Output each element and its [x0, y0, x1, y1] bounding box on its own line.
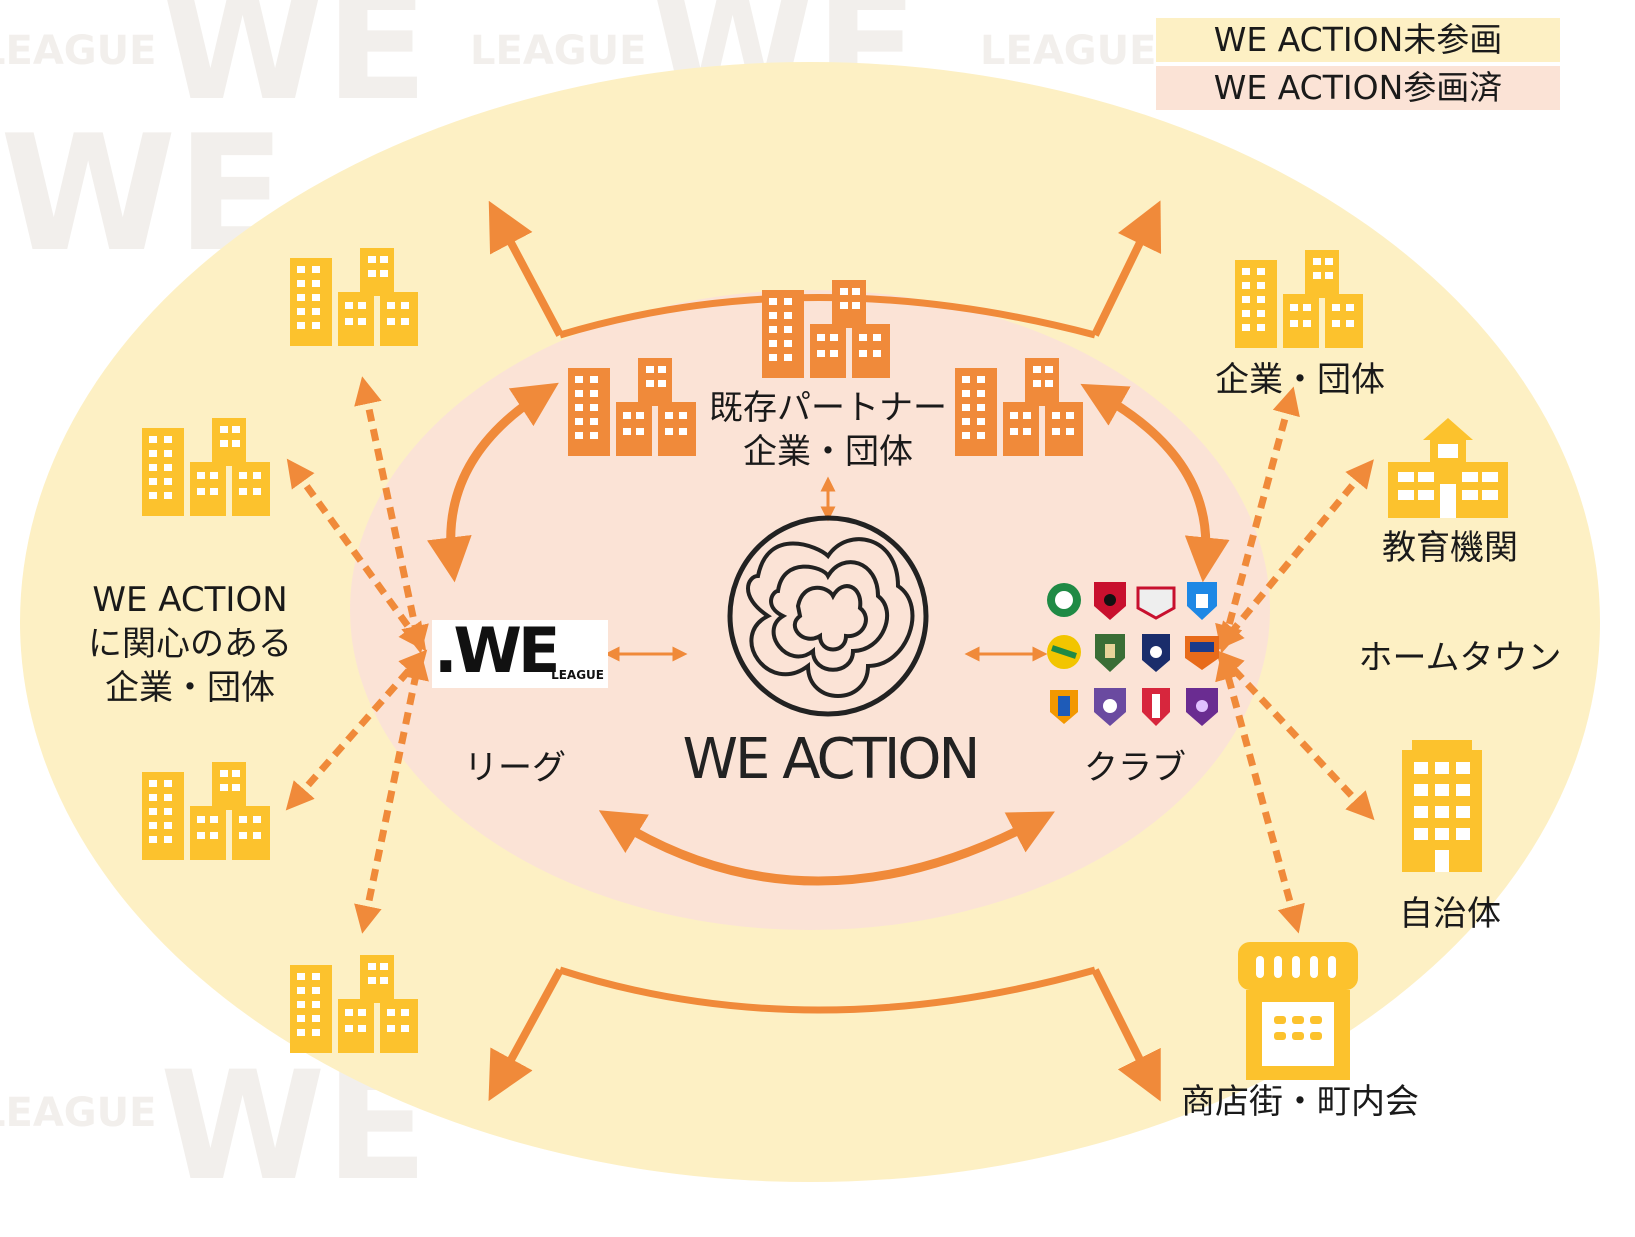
we-league-logo-sub: LEAGUE — [551, 668, 604, 682]
club-label: クラブ — [1084, 748, 1186, 788]
club-crest-icon — [1136, 586, 1176, 620]
right-company-label: 企業・団体 — [1215, 360, 1385, 400]
we-league-logo: .WE LEAGUE — [432, 614, 608, 688]
partners-label-line2: 企業・団体 — [743, 432, 913, 472]
legend-joined: WE ACTION参画済 — [1156, 66, 1560, 110]
shop-icon — [1238, 942, 1358, 1080]
we-action-logo-icon — [727, 515, 929, 717]
we-action-title: WE ACTION — [682, 727, 981, 792]
watermark-league: LEAGUE — [0, 28, 157, 74]
watermark-league: LEAGUE — [470, 28, 647, 74]
left-group-line2: に関心のある — [88, 624, 292, 664]
partners-label-line1: 既存パートナー — [709, 388, 947, 428]
shopping-label: 商店街・町内会 — [1181, 1082, 1419, 1122]
school-icon — [1388, 418, 1508, 518]
municipality-label: 自治体 — [1399, 894, 1501, 934]
left-group-line3: 企業・団体 — [105, 668, 275, 708]
education-label: 教育機関 — [1382, 528, 1518, 568]
league-label: リーグ — [464, 748, 566, 788]
government-building-icon — [1402, 740, 1482, 872]
watermark-league: LEAGUE — [980, 28, 1157, 74]
left-group-line1: WE ACTION — [92, 580, 288, 620]
watermark-league: LEAGUE — [0, 1090, 157, 1136]
club-crests-grid — [1047, 582, 1219, 726]
legend-not-joined: WE ACTION未参画 — [1156, 18, 1560, 62]
we-league-logo-main: .WE — [434, 614, 560, 687]
watermark-we: WE — [160, 0, 428, 134]
hometown-label: ホームタウン — [1358, 638, 1562, 678]
